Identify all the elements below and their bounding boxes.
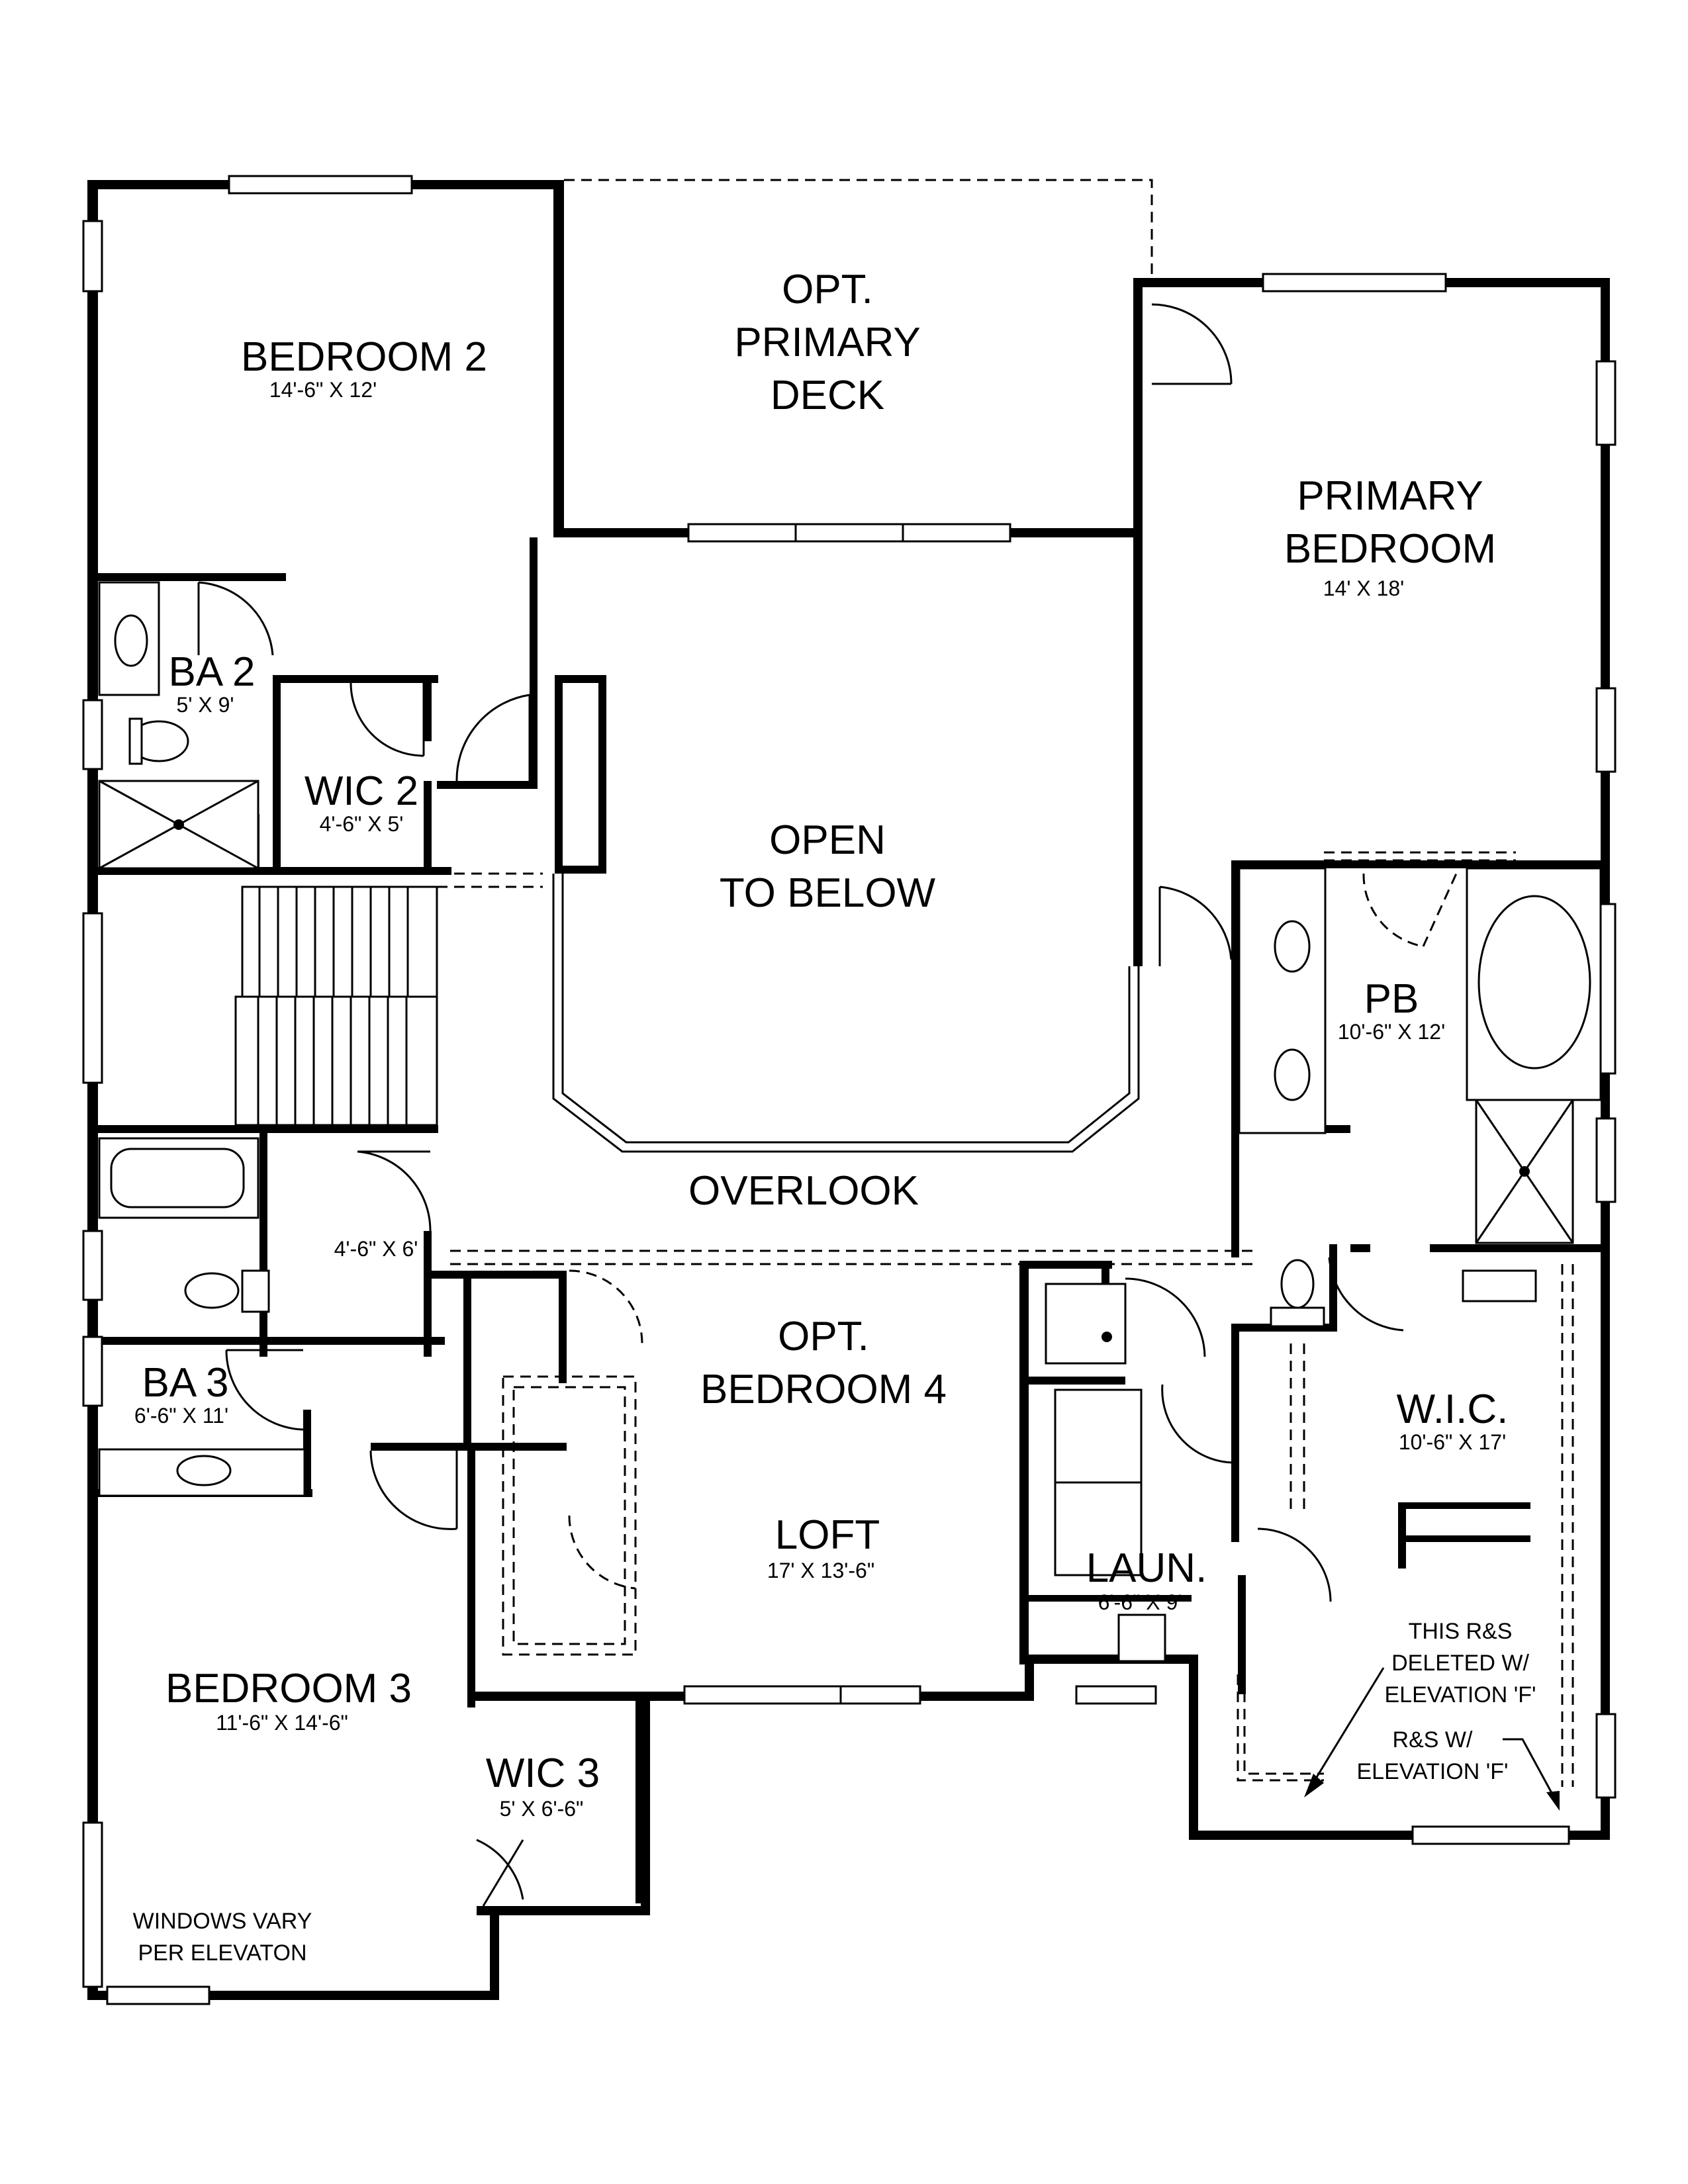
open-to-below-railing — [552, 874, 1140, 1153]
overlook-name: OVERLOOK — [688, 1168, 919, 1214]
wic-dim: 10'-6" X 17' — [1399, 1430, 1506, 1454]
bedroom-4-line-2: BEDROOM 4 — [700, 1367, 947, 1412]
primary-line-1: PRIMARY — [1297, 473, 1483, 519]
laundry-dim: 6'-6" X 9' — [1098, 1590, 1182, 1614]
dashed-outlines — [437, 179, 1574, 1787]
ba3-name: BA 3 — [142, 1360, 229, 1406]
wic3-dim: 5' X 6'-6" — [500, 1797, 584, 1821]
laundry-name: LAUN. — [1086, 1545, 1207, 1591]
wic3-name: WIC 3 — [486, 1751, 600, 1796]
ba2-dim: 5' X 9' — [177, 693, 234, 717]
bedroom-2-name: BEDROOM 2 — [241, 334, 487, 380]
note-arrows — [1304, 1667, 1560, 1811]
bath-fixtures — [98, 581, 1602, 1662]
pb-name: PB — [1364, 976, 1419, 1022]
pb-dim: 10'-6" X 12' — [1338, 1020, 1445, 1044]
room-labels: BEDROOM 2 14'-6" X 12' OPT. PRIMARY DECK… — [133, 267, 1536, 1966]
deck-line-2: PRIMARY — [734, 320, 920, 365]
ba2-name: BA 2 — [169, 649, 256, 695]
note-windows-1: WINDOWS VARY — [133, 1909, 312, 1934]
ba3-dim: 6'-6" X 11' — [134, 1404, 228, 1428]
note-windows-2: PER ELEVATON — [138, 1940, 306, 1966]
loft-name: LOFT — [775, 1512, 880, 1558]
door-swings — [197, 303, 1458, 1907]
note-rs-deleted-2: DELETED W/ — [1391, 1651, 1529, 1676]
wic2-name: WIC 2 — [305, 768, 418, 814]
staircase — [234, 886, 438, 1126]
note-rs-with-2: ELEVATION 'F' — [1357, 1759, 1509, 1784]
open-line-2: TO BELOW — [720, 870, 936, 916]
primary-line-2: BEDROOM — [1284, 526, 1496, 572]
primary-dim: 14' X 18' — [1323, 576, 1405, 600]
note-rs-deleted-3: ELEVATION 'F' — [1385, 1682, 1536, 1707]
loft-dim: 17' X 13'-6" — [767, 1559, 874, 1582]
deck-line-3: DECK — [771, 373, 884, 418]
bedroom-3-name: BEDROOM 3 — [165, 1666, 412, 1711]
bedroom-3-dim: 11'-6" X 14'-6" — [216, 1711, 348, 1735]
note-rs-with-1: R&S W/ — [1393, 1727, 1473, 1752]
bedroom-2-dim: 14'-6" X 12' — [269, 378, 377, 402]
closet-dim: 4'-6" X 6' — [334, 1237, 418, 1261]
open-line-1: OPEN — [769, 817, 886, 863]
bedroom-4-line-1: OPT. — [778, 1314, 869, 1359]
wic-name: W.I.C. — [1397, 1387, 1509, 1432]
wic2-dim: 4'-6" X 5' — [320, 812, 404, 836]
deck-line-1: OPT. — [782, 267, 873, 312]
note-rs-deleted-1: THIS R&S — [1409, 1619, 1513, 1644]
